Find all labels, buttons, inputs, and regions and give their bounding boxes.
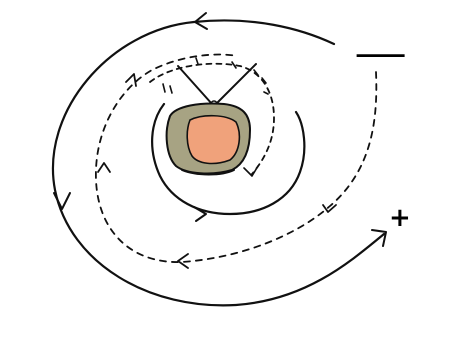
outer-left-arrow-icon (53, 192, 71, 210)
antenna-signal-ticks (162, 57, 269, 95)
television-icon (165, 63, 257, 176)
dashed-spiral-outer (95, 53, 378, 263)
plus-sign: + (389, 203, 411, 233)
inner-solid-spiral (151, 102, 306, 216)
dashed-inner-arrow-icon (243, 165, 259, 177)
minus-sign: — (354, 31, 408, 75)
outer-solid-spiral (52, 19, 386, 307)
outer-plus-arrow-icon (371, 229, 387, 247)
inner-solid-arrow-icon (193, 206, 207, 222)
outer-top-arrow-icon (194, 12, 208, 30)
dashed-arrow-2-icon (177, 253, 189, 269)
dashed-arrow-1-icon (322, 204, 337, 213)
dashed-arrow-3-icon (97, 162, 111, 173)
dashed-spiral-inner (149, 62, 275, 175)
dashed-arrow-4-icon (125, 73, 137, 87)
